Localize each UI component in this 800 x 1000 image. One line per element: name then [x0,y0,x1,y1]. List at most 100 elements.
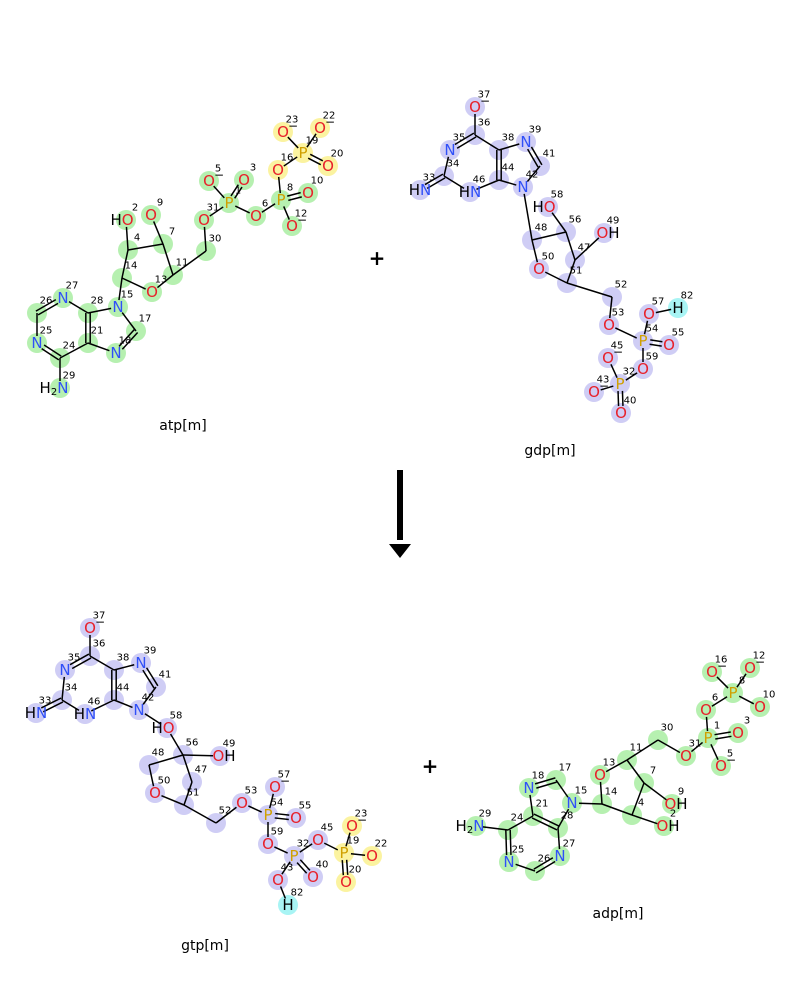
gtp-atom-22-index: 22 [375,839,388,850]
atp-atom-17-index: 17 [139,314,152,325]
adp-bond-27-26-a [533,857,554,870]
gtp-atom-49-symbol: OH [212,747,235,765]
adp-atom-9-index: 9 [678,787,684,798]
adp-atom-9-highlight [662,794,682,814]
atp-bond-25-24-b [43,344,62,357]
atp-atom-18-index: 18 [119,336,132,347]
gdp-atom-53-index: 53 [612,308,625,319]
plus-sign-top: + [369,246,386,270]
atp-atom-23-symbol: O [277,123,289,141]
adp-atom-5-symbol: O [715,757,727,775]
gdp-atom-32-symbol: P [615,375,624,393]
gtp-atom-20-highlight [336,872,356,892]
atp-atom-16-highlight [268,160,288,180]
gtp-atom-32-index: 32 [297,839,310,850]
gtp-atom-33-highlight [26,703,46,723]
gtp-bond-56-48 [148,754,184,766]
adp-bond-15-17 [555,779,569,798]
gdp-bond-38-39 [498,143,520,151]
gtp-atom-40-index: 40 [316,860,329,871]
gtp-atom-49-highlight [210,746,230,766]
atp-bond-1-3-a [234,186,243,199]
gtp-atom-55-index: 55 [299,801,312,812]
bonds [35,114,755,899]
gdp-atom-57-symbol: O [643,305,655,323]
gdp-bond-39-41-a [526,148,539,168]
gdp-atom-43-charge: − [599,379,609,393]
adp-atom-25-symbol: N [503,853,514,871]
gdp-atom-40-symbol: O [615,404,627,422]
gtp-bond-35-36-a [71,657,92,670]
adp-atom-12-charge: − [755,655,765,669]
atp-atom-29-symbol: H2N [40,379,69,398]
gdp-atom-33-index: 33 [423,173,436,184]
gtp-atom-35-index: 35 [68,653,81,664]
adp-atom-12-symbol: O [744,659,756,677]
atp-atom-22-highlight [310,118,330,138]
gtp-atom-33-index: 33 [39,696,52,707]
gdp-atom-32-highlight [610,374,630,394]
adp-bond-1-3-b [714,731,731,736]
gtp-atom-42-symbol: N [133,701,144,719]
gtp-bond-52-53 [215,806,237,824]
adp-atom-13-highlight [590,765,610,785]
atp-bond-31-30 [203,226,207,252]
adp-bond-31-30 [657,739,681,754]
gdp-atom-35-highlight [440,140,460,160]
gtp-atom-32-symbol: P [289,847,298,865]
gdp-bond-33-34-a [426,177,446,190]
atp-atom-31-symbol: O [198,211,210,229]
atp-atom-31-index: 31 [207,203,220,214]
gtp-atom-46-index: 46 [88,697,101,708]
gtp-bond-51-52 [183,804,217,824]
gdp-bond-48-56 [531,231,567,241]
atp-atom-31-highlight [194,210,214,230]
gtp-atom-42-index: 42 [142,693,155,704]
atp-atom-9-index: 9 [157,198,163,209]
gtp-bond-33-34-b [40,697,62,709]
gdp-atom-46-symbol: HN [459,183,482,201]
atp-bond-8-16 [277,176,282,194]
gtp-bond-58-56 [169,733,184,756]
gdp-atom-55-index: 55 [672,328,685,339]
adp-atom-5-highlight [711,756,731,776]
atp-atom-5-symbol: O [203,172,215,190]
atp-atom-27-symbol: N [57,289,68,307]
gdp-atom-57-highlight [639,304,659,324]
gtp-atom-45-highlight [308,830,328,850]
gtp-atom-19-symbol: P [339,844,348,862]
gtp-atom-32-highlight [284,846,304,866]
gtp-atom-82-symbol: H [282,896,293,914]
adp-bond-26-25 [515,863,536,872]
gtp-atom-37-index: 37 [93,611,106,622]
gtp-atom-37-symbol: O [84,619,96,637]
gdp-atom-51-index: 51 [570,266,583,277]
gdp-bond-53-54 [615,327,637,339]
gtp-bond-56-49 [182,754,214,757]
gtp-atom-59-index: 59 [271,827,284,838]
gtp-atom-58-symbol: HO [151,719,174,737]
atp-bond-7-4 [127,243,164,251]
adp-atom-5-charge: − [726,753,736,767]
gtp-atom-23-highlight [342,816,362,836]
gtp-atom-20-symbol: O [340,873,352,891]
atp-atom-27-highlight [53,288,73,308]
atp-bond-1-6 [234,205,251,214]
gdp-atom-44-index: 44 [502,163,515,174]
atp-atom-22-charge: − [325,115,335,129]
atp-atom-3-index: 3 [250,163,256,174]
gtp-atom-37-charge: − [95,615,105,629]
gdp-atom-38-index: 38 [502,133,515,144]
adp-bond-21-28-a [531,817,558,831]
gtp-bond-36-38 [89,655,115,671]
atoms: P1HO2O34O5−O67P8O9O1011O12−O1314N15O1617… [25,90,776,915]
adp-atom-10-index: 10 [763,690,776,701]
atp-atom-10-symbol: O [302,184,314,202]
gtp-bond-41-42 [142,686,157,705]
gtp-atom-43-symbol: O [272,871,284,889]
gdp-bond-51-52 [566,282,613,298]
gtp-atom-54-symbol: P [263,806,272,824]
atp-atom-12-charge: − [297,213,307,227]
gdp-atom-42-index: 42 [526,170,539,181]
gtp-bond-56-47 [182,754,193,783]
